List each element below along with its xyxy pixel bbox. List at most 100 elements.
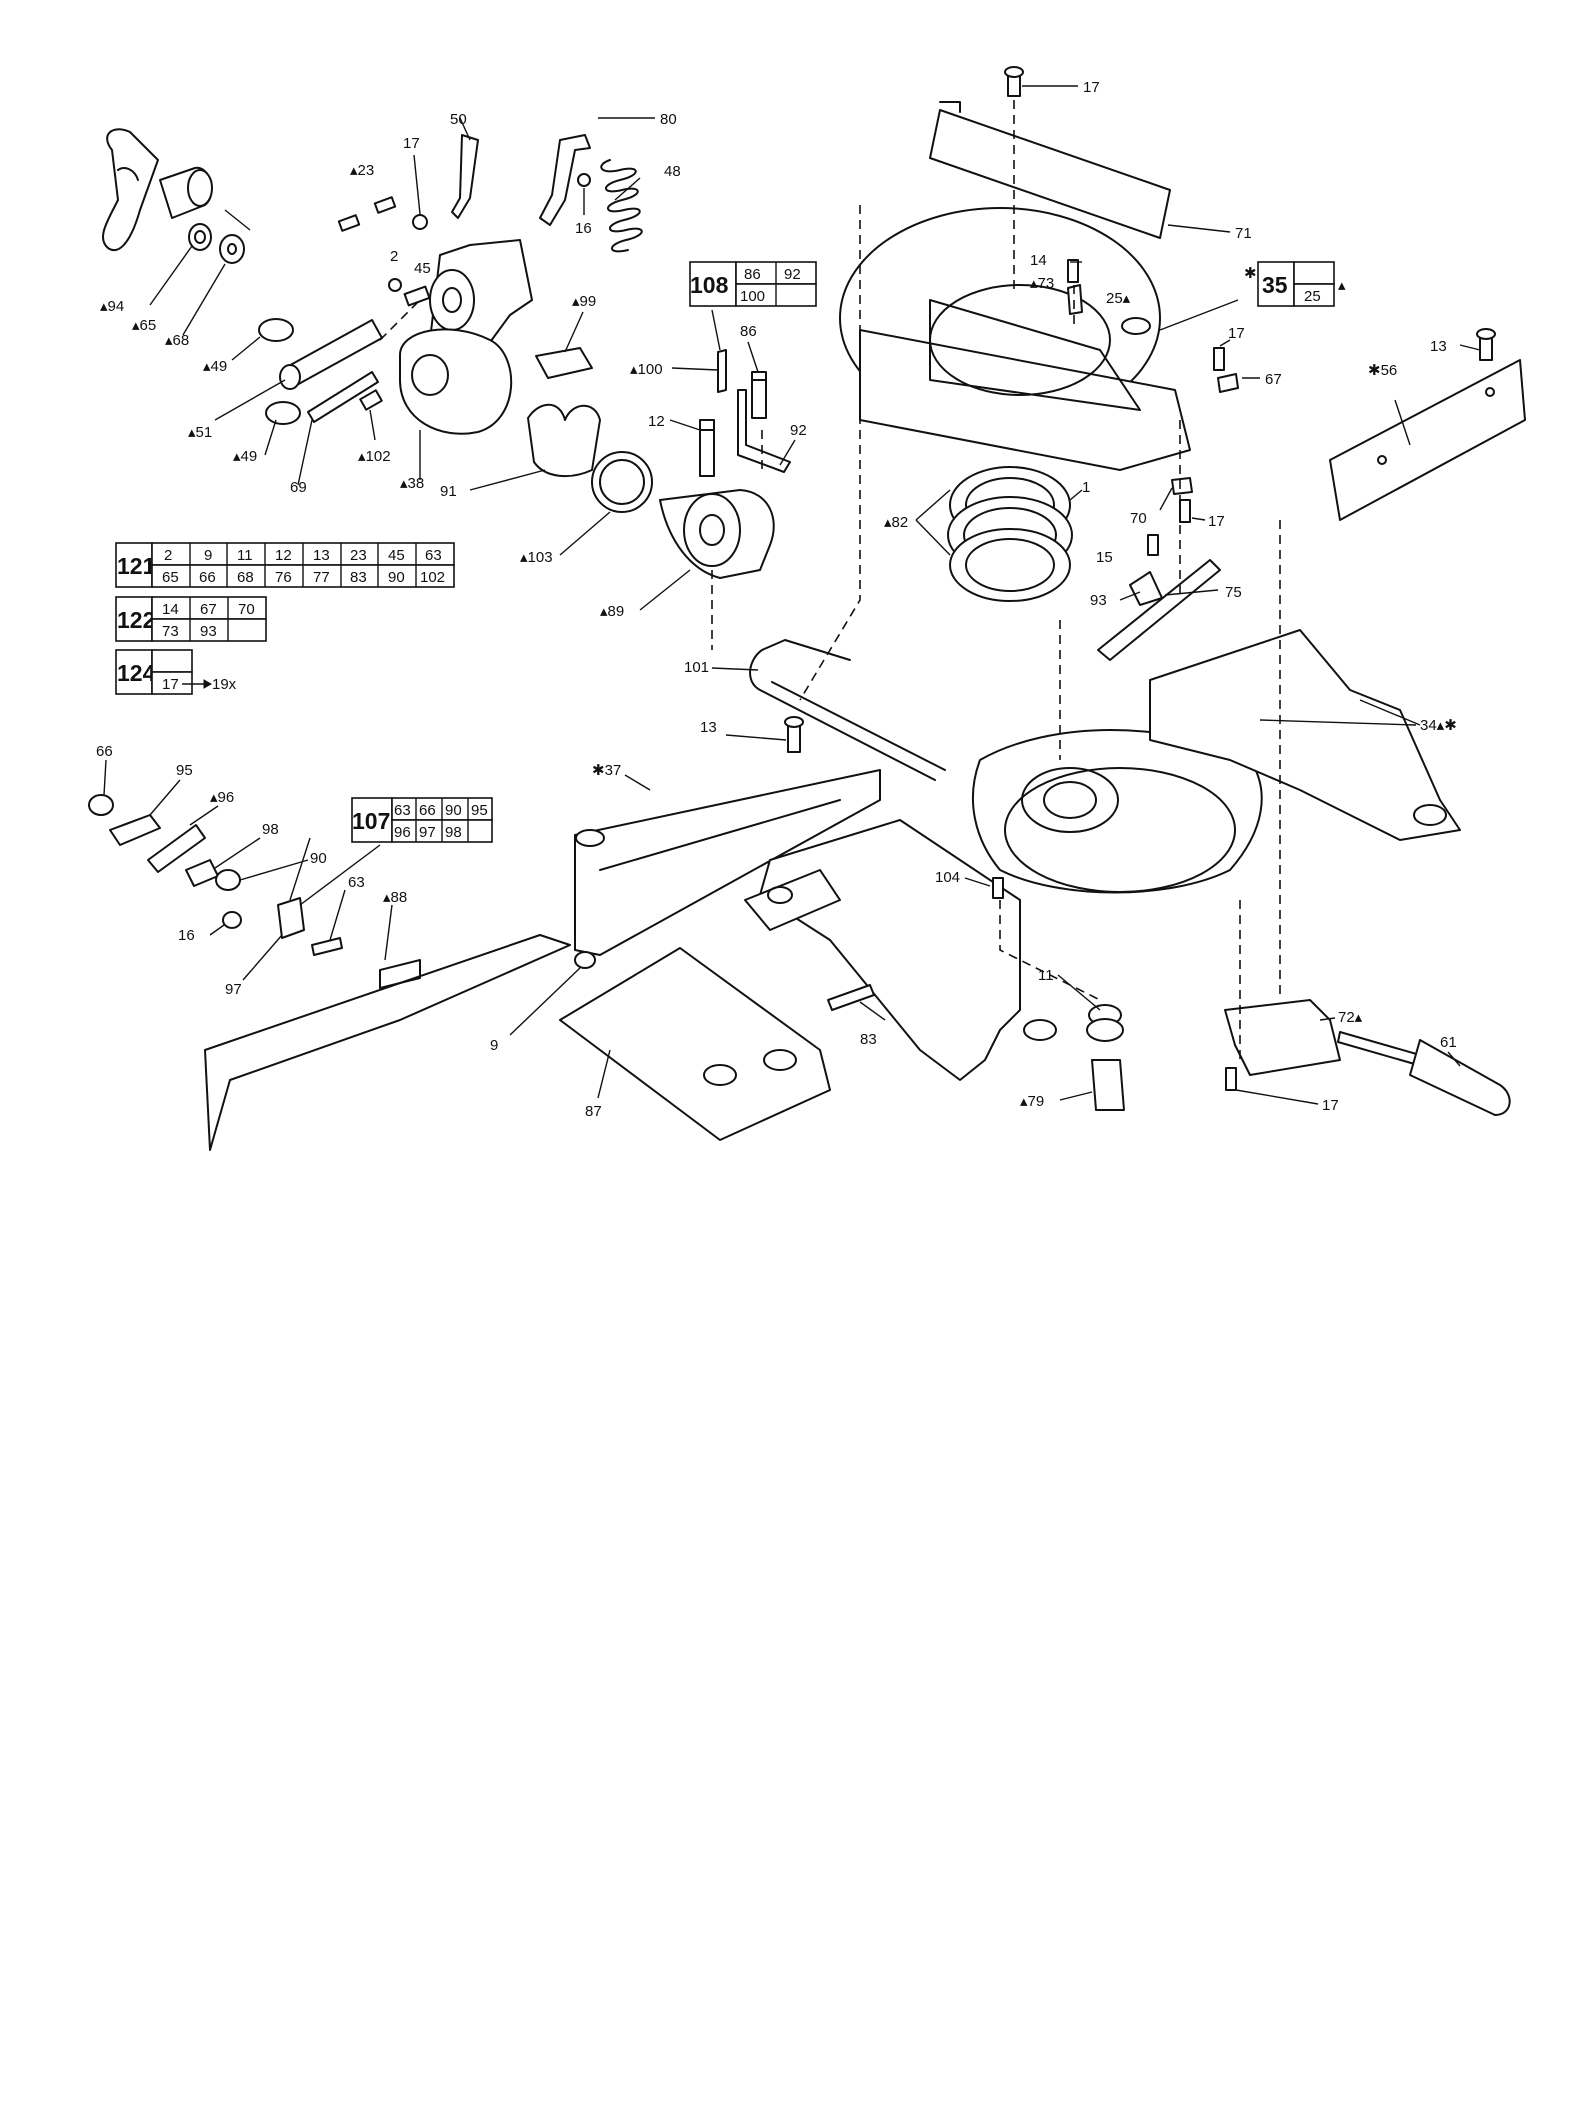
kit-108-number: 108 bbox=[690, 272, 729, 298]
callout-50: 50 bbox=[450, 111, 467, 128]
callout-86: 86 bbox=[740, 323, 757, 340]
part-11-foot bbox=[1086, 1004, 1124, 1042]
callout-17: 17 bbox=[1083, 79, 1100, 96]
callout-65: ▴65 bbox=[132, 317, 156, 334]
part-14-screw bbox=[1067, 259, 1079, 283]
part-82-bearing bbox=[947, 466, 1073, 602]
kit-table-35: ✱ 35 25 ▴ bbox=[1244, 261, 1346, 307]
svg-text:90: 90 bbox=[388, 569, 405, 586]
callout-61: 61 bbox=[1440, 1034, 1457, 1051]
part-15-screw bbox=[1147, 534, 1159, 556]
svg-text:73: 73 bbox=[162, 623, 179, 640]
part-73-clip bbox=[1067, 284, 1083, 315]
part-1-turntable bbox=[971, 729, 1263, 894]
callout-67: 67 bbox=[1265, 371, 1282, 388]
svg-text:67: 67 bbox=[200, 601, 217, 618]
callout-15: 15 bbox=[1096, 549, 1113, 566]
svg-text:77: 77 bbox=[313, 569, 330, 586]
callout-93: 93 bbox=[1090, 592, 1107, 609]
callout-17: 17 bbox=[403, 135, 420, 152]
kit-121-number: 121 bbox=[117, 553, 156, 579]
kit-124-number: 124 bbox=[117, 660, 156, 686]
callout-104: 104 bbox=[935, 869, 960, 886]
callout-71: 71 bbox=[1235, 225, 1252, 242]
svg-text:98: 98 bbox=[445, 824, 462, 841]
part-66-nut bbox=[88, 794, 114, 816]
callout-14: 14 bbox=[1030, 252, 1047, 269]
part-70-plate bbox=[1171, 477, 1193, 495]
callout-56: ✱56 bbox=[1368, 362, 1397, 379]
svg-text:90: 90 bbox=[445, 802, 462, 819]
part-17-screw-right bbox=[1213, 347, 1225, 371]
svg-text:86: 86 bbox=[744, 266, 761, 283]
part-80-latch bbox=[539, 134, 591, 226]
part-12-screw bbox=[699, 419, 715, 477]
callout-13: 13 bbox=[700, 719, 717, 736]
callout-79: ▴79 bbox=[1020, 1093, 1044, 1110]
kit-table-108: 108 86 92 100 bbox=[689, 261, 817, 307]
kit-35-suffix: ▴ bbox=[1338, 277, 1346, 294]
kit-35-number: 35 bbox=[1262, 272, 1288, 298]
callout-99: ▴99 bbox=[572, 293, 596, 310]
callout-9: 9 bbox=[490, 1037, 498, 1054]
svg-text:23: 23 bbox=[350, 547, 367, 564]
part-68-washer bbox=[219, 234, 245, 264]
callout-16: 16 bbox=[178, 927, 195, 944]
svg-text:17: 17 bbox=[162, 676, 179, 693]
part-88-fence bbox=[204, 934, 571, 1151]
svg-text:13: 13 bbox=[313, 547, 330, 564]
callout-100: ▴100 bbox=[630, 361, 663, 378]
callout-75: 75 bbox=[1225, 584, 1242, 601]
callout-88: ▴88 bbox=[383, 889, 407, 906]
callout-92: 92 bbox=[790, 422, 807, 439]
callout-25: 25▴ bbox=[1106, 290, 1131, 307]
svg-text:76: 76 bbox=[275, 569, 292, 586]
callout-12: 12 bbox=[648, 413, 665, 430]
svg-text:83: 83 bbox=[350, 569, 367, 586]
part-63-screw bbox=[311, 937, 343, 956]
svg-text:63: 63 bbox=[425, 547, 442, 564]
svg-text:68: 68 bbox=[237, 569, 254, 586]
callout-16: 16 bbox=[575, 220, 592, 237]
part-97-bracket bbox=[277, 897, 305, 939]
callout-66: 66 bbox=[96, 743, 113, 760]
callout-17: 17 bbox=[1322, 1097, 1339, 1114]
part-17-top-screw bbox=[1004, 66, 1024, 97]
part-104-screw bbox=[992, 877, 1004, 899]
callout-34: 34▴✱ bbox=[1420, 717, 1457, 734]
svg-text:9: 9 bbox=[204, 547, 212, 564]
part-9-nut bbox=[574, 951, 596, 969]
callout-98: 98 bbox=[262, 821, 279, 838]
part-13-screw-base bbox=[784, 716, 804, 753]
callout-49: ▴49 bbox=[203, 358, 227, 375]
part-83-screw bbox=[827, 984, 875, 1011]
part-23-springs bbox=[337, 196, 397, 232]
callout-1: 1 bbox=[1082, 479, 1090, 496]
part-96-plate bbox=[147, 824, 206, 873]
part-98-clip bbox=[185, 859, 219, 887]
callout-72: 72▴ bbox=[1338, 1009, 1363, 1026]
callout-17: 17 bbox=[1208, 513, 1225, 530]
svg-text:25: 25 bbox=[1304, 288, 1321, 305]
part-67-clip bbox=[1217, 373, 1239, 393]
callout-23: ▴23 bbox=[350, 162, 374, 179]
callout-83: 83 bbox=[860, 1031, 877, 1048]
callout-95: 95 bbox=[176, 762, 193, 779]
assembly-dashed-lines bbox=[379, 100, 1281, 1060]
callout-96: ▴96 bbox=[210, 789, 234, 806]
kit-table-124: 124 17 19x bbox=[115, 649, 237, 695]
part-94-handle bbox=[102, 128, 213, 252]
part-16-screw-lower bbox=[222, 911, 242, 929]
part-101-handle-bar bbox=[749, 639, 946, 781]
part-100-clip bbox=[717, 349, 727, 393]
part-102-spring bbox=[359, 389, 383, 411]
part-87-plate bbox=[559, 947, 831, 1141]
part-89-hub bbox=[659, 489, 775, 579]
callout-89: ▴89 bbox=[600, 603, 624, 620]
part-50-lever bbox=[451, 134, 479, 219]
part-95-plate bbox=[109, 814, 161, 846]
part-71-cover-plate bbox=[929, 101, 1171, 239]
part-left-base-wing bbox=[744, 869, 841, 931]
callout-68: ▴68 bbox=[165, 332, 189, 349]
